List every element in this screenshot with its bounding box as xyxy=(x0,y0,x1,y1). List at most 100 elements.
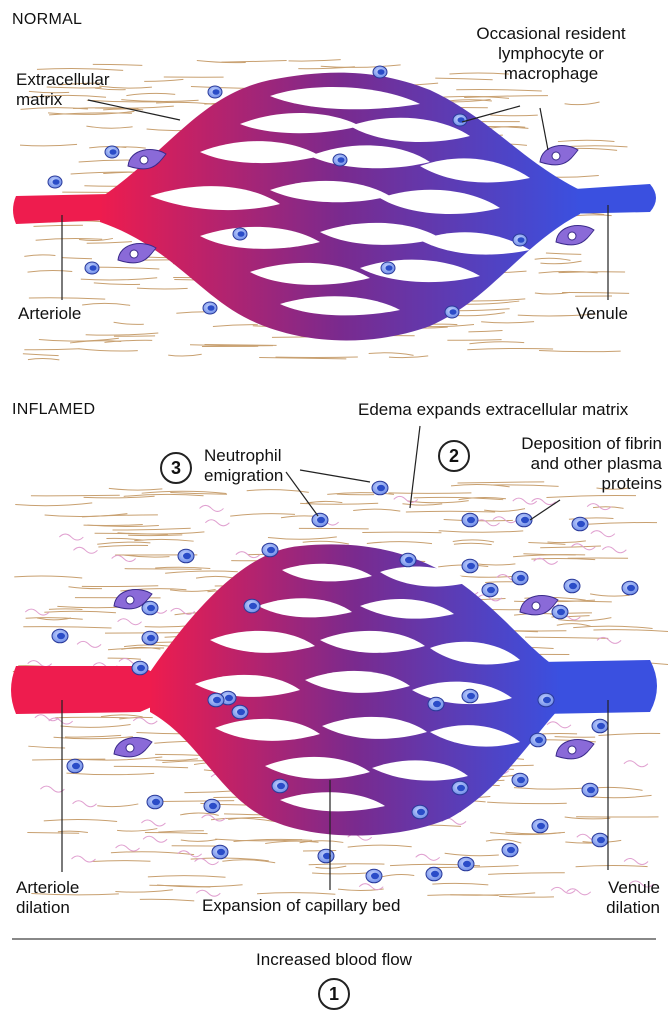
matrix-fiber xyxy=(97,542,150,544)
matrix-fiber xyxy=(111,852,194,855)
step-2-badge: 2 xyxy=(438,440,470,472)
fibrin-strand xyxy=(624,858,648,864)
matrix-fiber xyxy=(525,637,608,638)
cell-nucleus xyxy=(225,695,233,701)
matrix-fiber xyxy=(454,543,492,544)
matrix-fiber xyxy=(558,140,615,141)
macrophage-nucleus xyxy=(130,250,138,258)
matrix-fiber xyxy=(27,832,79,833)
cell-nucleus xyxy=(521,517,529,523)
matrix-fiber xyxy=(158,831,204,832)
cell-nucleus xyxy=(237,709,245,715)
label-venule: Venule xyxy=(576,304,628,324)
matrix-fiber xyxy=(348,845,412,847)
matrix-fiber xyxy=(44,820,117,822)
macrophage-nucleus xyxy=(126,744,134,752)
matrix-fiber xyxy=(176,312,207,313)
matrix-fiber xyxy=(86,126,132,128)
matrix-fiber xyxy=(439,531,524,533)
matrix-fiber xyxy=(181,839,217,841)
inflamed-vessel-network xyxy=(11,544,657,835)
matrix-fiber xyxy=(593,507,624,509)
cell-nucleus xyxy=(238,231,245,237)
cell-nucleus xyxy=(518,237,525,243)
fibrin-strand xyxy=(202,815,226,821)
matrix-fiber xyxy=(353,509,400,511)
matrix-fiber xyxy=(55,717,129,718)
cell-nucleus xyxy=(72,763,80,769)
macrophage-nucleus xyxy=(568,746,576,754)
matrix-fiber xyxy=(469,342,524,344)
label-capillary-expansion: Expansion of capillary bed xyxy=(202,896,400,916)
cell-nucleus xyxy=(467,693,475,699)
matrix-fiber xyxy=(26,618,83,620)
matrix-fiber xyxy=(337,494,374,495)
fibrin-strand xyxy=(624,761,648,767)
cell-nucleus xyxy=(147,635,155,641)
cell-nucleus xyxy=(267,547,275,553)
matrix-fiber xyxy=(513,555,585,557)
step-1-badge: 1 xyxy=(318,978,350,1010)
matrix-fiber xyxy=(555,737,596,738)
matrix-fiber xyxy=(81,278,157,280)
matrix-fiber xyxy=(145,832,208,833)
fibrin-strand xyxy=(200,505,224,511)
cell-nucleus xyxy=(53,179,60,185)
fibrin-strand xyxy=(116,845,140,851)
fibrin-strand xyxy=(205,520,229,526)
matrix-fiber xyxy=(540,261,581,264)
cell-nucleus xyxy=(569,583,577,589)
cell-nucleus xyxy=(371,873,379,879)
label-edema: Edema expands extracellular matrix xyxy=(358,400,628,420)
fibrin-strand xyxy=(547,722,571,728)
matrix-fiber xyxy=(114,766,188,767)
cell-nucleus xyxy=(386,265,393,271)
matrix-fiber xyxy=(82,303,130,305)
cell-nucleus xyxy=(249,603,257,609)
matrix-fiber xyxy=(155,567,210,568)
matrix-fiber xyxy=(36,238,103,240)
cell-nucleus xyxy=(431,871,439,877)
step-3-badge: 3 xyxy=(160,452,192,484)
matrix-fiber xyxy=(402,504,442,505)
fibrin-strand xyxy=(143,836,167,842)
matrix-fiber xyxy=(557,624,591,627)
matrix-fiber xyxy=(546,495,636,497)
matrix-fiber xyxy=(487,802,567,804)
matrix-fiber xyxy=(547,541,585,543)
matrix-fiber xyxy=(97,804,138,807)
label-extracellular-matrix: Extracellular matrix xyxy=(16,70,110,110)
cell-nucleus xyxy=(417,809,425,815)
matrix-fiber xyxy=(591,795,651,797)
matrix-fiber xyxy=(118,532,205,534)
matrix-fiber xyxy=(31,495,120,496)
cell-nucleus xyxy=(587,787,595,793)
cell-nucleus xyxy=(378,69,385,75)
matrix-fiber xyxy=(321,65,401,68)
fibrin-strand xyxy=(73,547,97,553)
matrix-fiber xyxy=(468,331,502,332)
matrix-fiber xyxy=(24,255,55,257)
cell-nucleus xyxy=(467,517,475,523)
matrix-fiber xyxy=(539,351,621,352)
cell-nucleus xyxy=(517,575,525,581)
matrix-fiber xyxy=(113,528,191,530)
matrix-fiber xyxy=(546,253,581,254)
matrix-fiber xyxy=(406,511,495,512)
matrix-fiber xyxy=(124,494,204,496)
matrix-fiber xyxy=(109,488,163,490)
matrix-fiber xyxy=(93,64,143,65)
cell-nucleus xyxy=(487,587,495,593)
label-venule-dilation: Venule dilation xyxy=(560,878,660,918)
cell-nucleus xyxy=(137,665,145,671)
macrophage-nucleus xyxy=(532,602,540,610)
fibrin-strand xyxy=(493,517,517,523)
cell-nucleus xyxy=(57,633,65,639)
cell-nucleus xyxy=(597,837,605,843)
cell-nucleus xyxy=(338,157,345,163)
cell-nucleus xyxy=(208,305,215,311)
matrix-fiber xyxy=(14,576,82,578)
fibrin-strand xyxy=(534,558,558,564)
cell-nucleus xyxy=(537,823,545,829)
